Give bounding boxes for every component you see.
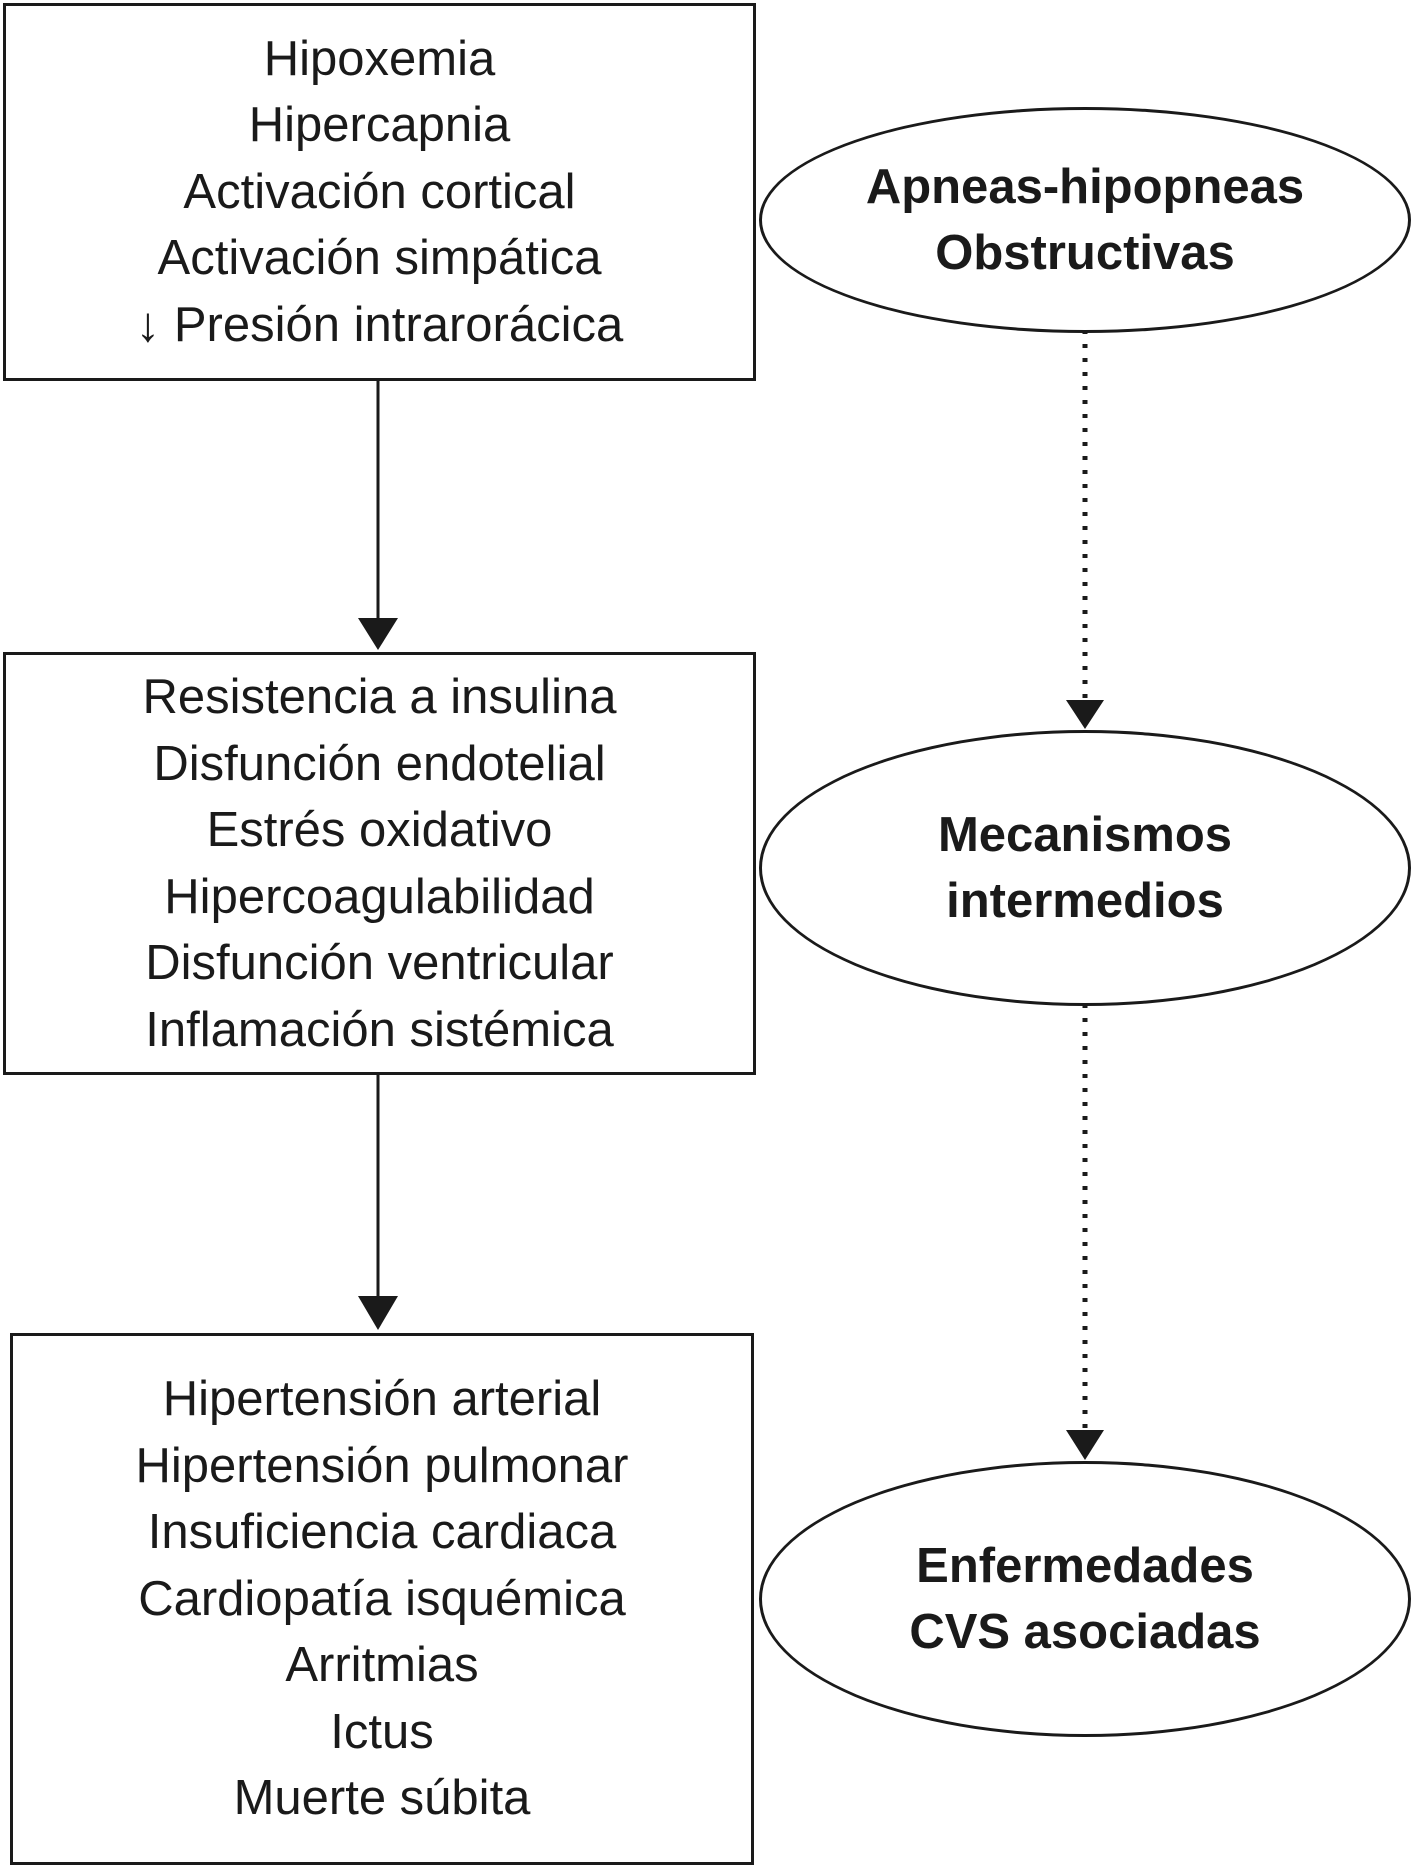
- enfermedades-ellipse: Enfermedades CVS asociadas: [759, 1461, 1411, 1737]
- box2-line: Inflamación sistémica: [145, 1002, 614, 1057]
- apneas-ellipse: Apneas-hipopneas Obstructivas: [759, 107, 1411, 333]
- ellipse3-line: CVS asociadas: [909, 1605, 1261, 1659]
- dotted-arrow-ellipse1-to-ellipse2: [1066, 330, 1104, 729]
- box2-line: Disfunción ventricular: [145, 936, 614, 990]
- box2-line: Disfunción endotelial: [153, 736, 606, 791]
- ellipse3-line: Enfermedades: [916, 1539, 1254, 1593]
- ellipse1-line: Obstructivas: [935, 226, 1235, 280]
- box3-line: Cardiopatía isquémica: [138, 1571, 626, 1626]
- physiological-effects-box: Hipoxemia Hipercapnia Activación cortica…: [3, 3, 756, 381]
- box2-line: Resistencia a insulina: [142, 670, 617, 724]
- intermediate-mechanisms-box: Resistencia a insulina Disfunción endote…: [3, 652, 756, 1075]
- box1-line: Hipoxemia: [263, 31, 496, 86]
- solid-arrow-box1-to-box2: [358, 380, 398, 650]
- box3-line: Hipertensión pulmonar: [135, 1438, 629, 1493]
- dotted-arrow-ellipse2-to-ellipse3: [1066, 1004, 1104, 1460]
- box3-line: Ictus: [330, 1704, 434, 1759]
- ellipse1-line: Apneas-hipopneas: [865, 160, 1305, 214]
- box1-line: Activación simpática: [157, 231, 602, 286]
- ellipse2-line: Mecanismos: [937, 808, 1233, 862]
- box1-line: ↓ Presión intrarorácica: [135, 297, 624, 352]
- box1-line: Hipercapnia: [248, 98, 511, 153]
- box3-line: Hipertensión arterial: [162, 1372, 602, 1427]
- box1-line: Activación cortical: [183, 164, 576, 219]
- box3-line: Arritmias: [285, 1638, 479, 1693]
- solid-arrow-box2-to-box3: [358, 1074, 398, 1330]
- box3-line: Insuficiencia cardiaca: [147, 1505, 617, 1560]
- box2-line: Estrés oxidativo: [206, 803, 553, 857]
- mecanismos-ellipse: Mecanismos intermedios: [759, 730, 1411, 1006]
- ellipse2-line: intermedios: [946, 874, 1224, 928]
- box2-line: Hipercoagulabilidad: [164, 869, 595, 924]
- box3-line: Muerte súbita: [233, 1771, 531, 1826]
- associated-diseases-box: Hipertensión arterial Hipertensión pulmo…: [10, 1333, 754, 1865]
